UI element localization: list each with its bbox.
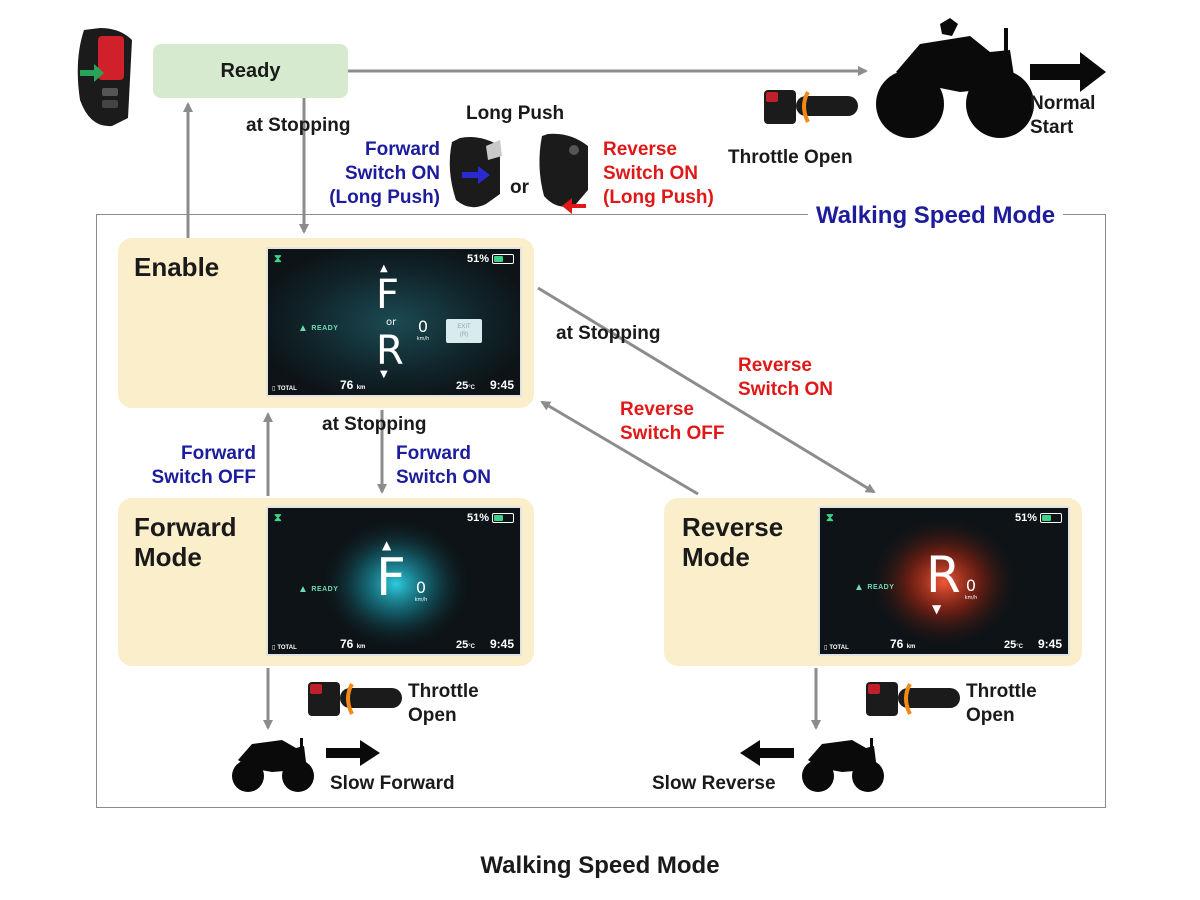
vehicle-icon: ▲ — [298, 584, 309, 595]
footer-title: Walking Speed Mode — [480, 852, 720, 879]
forward-switch-icon — [449, 137, 502, 208]
normal-start-label: Normal Start — [1030, 93, 1096, 138]
gear-or: or — [386, 317, 397, 328]
phone-icon: ▯ — [272, 645, 276, 651]
reverse-switch-on-long-label: Reverse Switch ON (Long Push) — [603, 139, 714, 208]
signal-icon: ⧗ — [274, 253, 282, 265]
gear-r: R — [926, 546, 961, 604]
battery-fill — [494, 515, 503, 521]
clock: 9:45 — [489, 637, 514, 651]
temperature: 25°C — [456, 380, 475, 392]
up-arrow-icon: ▲ — [382, 538, 392, 552]
odometer: 76 km — [340, 378, 366, 392]
forward-mode-title: Forward Mode — [134, 512, 237, 572]
reverse-switch-off-label: Reverse Switch OFF — [620, 399, 725, 444]
slow-forward-label: Slow Forward — [330, 773, 455, 794]
ready-status: ▲READY — [298, 584, 339, 595]
odometer: 76 km — [340, 637, 366, 651]
vehicle-icon: ▲ — [854, 582, 865, 593]
total-label: ▯TOTAL — [824, 645, 849, 651]
total-label: ▯TOTAL — [272, 645, 297, 651]
dashboard-bottom-bar: ▯TOTAL 76 km 25°C 9:45 — [272, 635, 514, 651]
arrow-enable-to-reverse — [537, 286, 876, 494]
down-arrow-icon: ▼ — [932, 602, 942, 616]
reverse-glow — [866, 514, 1022, 650]
arrow-reverse-to-enable — [540, 400, 699, 496]
temperature: 25°C — [1004, 639, 1023, 651]
or-label: or — [510, 177, 529, 198]
walking-speed-mode-frame-title: Walking Speed Mode — [808, 202, 1064, 230]
motorcycle-large-icon — [876, 18, 1034, 138]
clock: 9:45 — [1037, 637, 1062, 651]
signal-icon: ⧗ — [826, 512, 834, 524]
throttle-open-label-left: Throttle Open — [408, 681, 479, 726]
at-stopping-label-mid: at Stopping — [322, 414, 427, 435]
forward-switch-on-long-label: Forward Switch ON (Long Push) — [329, 139, 440, 208]
forward-switch-off-label: Forward Switch OFF — [151, 443, 257, 488]
ready-status: ▲READY — [854, 582, 895, 593]
forward-switch-on-label: Forward Switch ON — [396, 443, 492, 488]
walking-speed-mode-frame — [96, 214, 1106, 808]
vehicle-icon: ▲ — [298, 323, 309, 334]
throttle-open-label-right: Throttle Open — [966, 681, 1037, 726]
battery-icon — [1040, 513, 1062, 523]
throttle-icon — [866, 682, 960, 716]
reverse-switch-on-label: Reverse Switch ON — [738, 355, 834, 400]
gear-r: R — [376, 328, 404, 374]
total-label: ▯TOTAL — [272, 386, 297, 392]
handlebar-switch-icon — [77, 28, 132, 127]
motorcycle-small-icon — [802, 738, 884, 792]
phone-icon: ▯ — [824, 645, 828, 651]
gear-f: F — [376, 548, 406, 608]
ready-label: Ready — [220, 59, 281, 82]
slow-forward-arrow-icon — [326, 740, 380, 766]
battery-icon — [492, 513, 514, 523]
enable-title: Enable — [134, 252, 220, 282]
battery-indicator: 51% — [1015, 512, 1062, 524]
signal-icon: ⧗ — [274, 512, 282, 524]
reverse-switch-icon — [539, 133, 588, 214]
throttle-icon — [764, 90, 858, 124]
clock: 9:45 — [489, 378, 514, 392]
dashboard-bottom-bar: ▯TOTAL 76 km 25°C 9:45 — [272, 376, 514, 392]
normal-start-arrow-icon — [1030, 52, 1106, 92]
down-arrow-icon: ▼ — [380, 369, 388, 380]
battery-fill — [1042, 515, 1051, 521]
phone-icon: ▯ — [272, 386, 276, 392]
battery-indicator: 51% — [467, 512, 514, 524]
throttle-icon — [308, 682, 402, 716]
ready-state-box: Ready — [153, 44, 348, 98]
temperature: 25°C — [456, 639, 475, 651]
battery-fill — [494, 256, 503, 262]
long-push-label: Long Push — [466, 103, 565, 124]
exit-button: EXIT(R) — [446, 319, 482, 343]
throttle-open-label-top: Throttle Open — [728, 147, 853, 168]
gear-f: F — [376, 272, 400, 318]
motorcycle-small-icon — [232, 738, 314, 792]
odometer: 76 km — [890, 637, 916, 651]
battery-icon — [492, 254, 514, 264]
ready-status: ▲READY — [298, 323, 339, 334]
battery-indicator: 51% — [467, 253, 514, 265]
forward-glow — [318, 516, 474, 652]
up-arrow-icon: ▲ — [380, 263, 388, 274]
slow-reverse-arrow-icon — [740, 740, 794, 766]
at-stopping-label-right: at Stopping — [556, 323, 661, 344]
at-stopping-label-top: at Stopping — [246, 115, 351, 136]
reverse-mode-title: Reverse Mode — [682, 512, 784, 572]
slow-reverse-label: Slow Reverse — [652, 773, 776, 794]
dashboard-bottom-bar: ▯TOTAL 76 km 25°C 9:45 — [824, 635, 1062, 651]
